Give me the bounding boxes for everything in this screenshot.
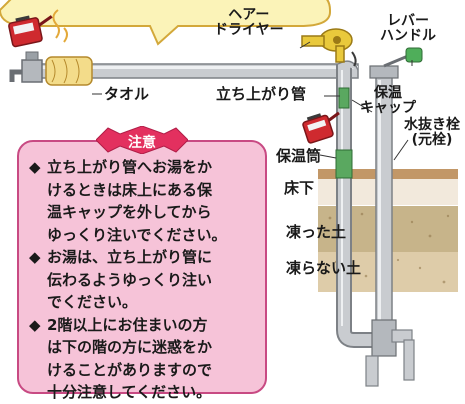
caution-item-text: 2階以上にお住まいの方 は下の階の方に迷惑をか けることがありますので 十分注意…: [47, 315, 213, 402]
towel-icon: [45, 56, 93, 86]
caution-item: ◆ お湯は、立ち上がり管に 伝わるようゆっくり注い でください。: [29, 246, 257, 314]
kettle-icon-2: [302, 111, 340, 144]
towel-label: タオル: [104, 85, 150, 103]
insulation-cap: [338, 87, 350, 109]
leader-drain: [393, 139, 409, 161]
leader-lines: [92, 41, 413, 161]
riser-pipe: [336, 64, 374, 348]
drain-valve-assembly: [365, 65, 415, 387]
leader-insulation-tube: [319, 154, 337, 159]
drain-plug-label: 水抜き栓 (元栓): [404, 117, 460, 148]
caution-list: ◆ 立ち上がり管へお湯をか けるときは床上にある保 温キャップを外してから ゆっ…: [29, 156, 257, 404]
leader-hairdryer: [299, 41, 311, 49]
faucet-icon: [9, 51, 43, 83]
frozen-soil-label: 凍った土: [286, 223, 347, 241]
pipe-elbow: [337, 60, 359, 71]
riser-pipe-label: 立ち上がり管: [216, 85, 307, 103]
caution-item: ◆ 立ち上がり管へお湯をか けるときは床上にある保 温キャップを外してから ゆっ…: [29, 156, 257, 246]
caution-title: 注意: [128, 135, 156, 151]
caution-box: 注意 ◆ 立ち上がり管へお湯をか けるときは床上にある保 温キャップを外してから…: [17, 126, 267, 401]
lever-handle-icon: [383, 47, 423, 68]
insulation-tube: [335, 149, 353, 179]
lever-handle-label: レバー ハンドル: [380, 13, 436, 44]
steam: [52, 9, 68, 43]
speech-bubble: [0, 0, 331, 46]
caution-title-badge: 注意: [96, 126, 188, 154]
unfrozen-soil-label: 凍らない土: [286, 259, 362, 277]
diamond-icon: ◆: [29, 315, 41, 334]
under-floor-label: 床下: [284, 179, 315, 197]
caution-item-text: 立ち上がり管へお湯をか けるときは床上にある保 温キャップを外してから ゆっくり…: [47, 158, 227, 244]
hair-dryer-label: ヘアー ドライヤー: [214, 7, 284, 38]
insulation-tube-label: 保温筒: [276, 147, 322, 165]
leader-cap: [351, 99, 373, 113]
caution-item: ◆ 2階以上にお住まいの方 は下の階の方に迷惑をか けることがありますので 十分…: [29, 314, 257, 404]
caution-item-text: お湯は、立ち上がり管に 伝わるようゆっくり注い でください。: [47, 248, 213, 311]
diamond-icon: ◆: [29, 248, 41, 266]
hair-dryer-icon: [301, 28, 357, 67]
insulation-cap-label: 保温 キャップ: [360, 85, 416, 116]
kettle-icon: [8, 15, 53, 48]
diamond-icon: ◆: [29, 158, 41, 176]
